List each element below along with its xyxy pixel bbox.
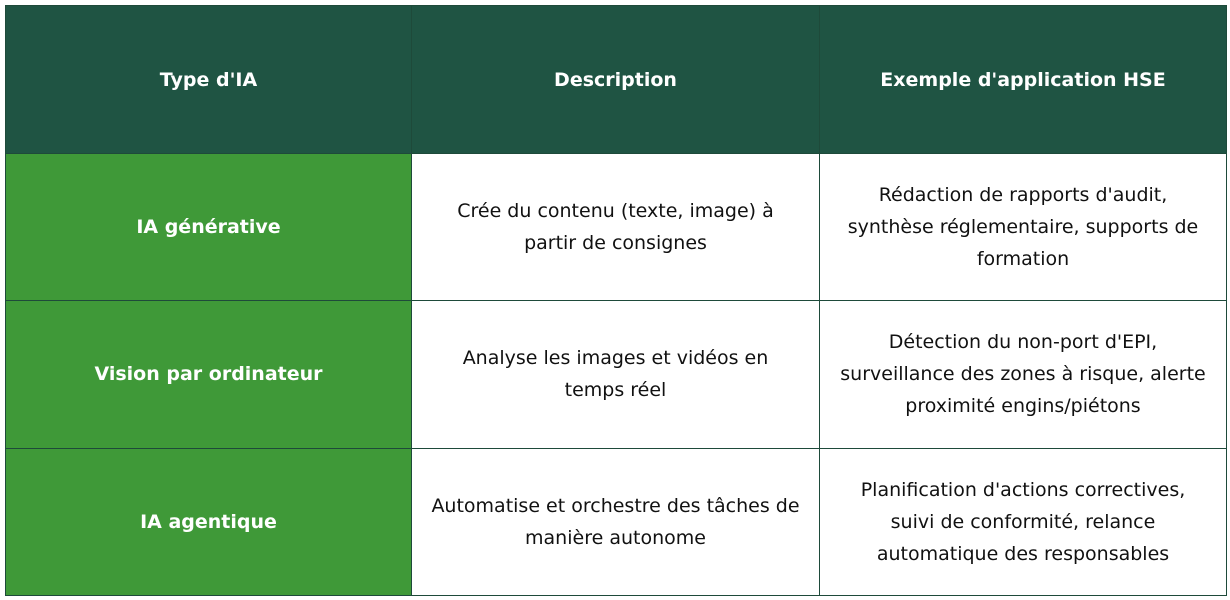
ia-types-table-container: Type d'IA Description Exemple d'applicat… <box>5 5 1227 597</box>
table-row: IA générative Crée du contenu (texte, im… <box>5 152 1227 302</box>
header-example: Exemple d'application HSE <box>819 5 1227 154</box>
ia-types-table: Type d'IA Description Exemple d'applicat… <box>5 5 1227 597</box>
row-type-cell: IA agentique <box>5 447 412 597</box>
row-description-cell: Crée du contenu (texte, image) à partir … <box>411 152 820 302</box>
table-header-row: Type d'IA Description Exemple d'applicat… <box>5 5 1227 154</box>
header-description: Description <box>411 5 820 154</box>
table-row: IA agentique Automatise et orchestre des… <box>5 447 1227 597</box>
header-type: Type d'IA <box>5 5 412 154</box>
table-row: Vision par ordinateur Analyse les images… <box>5 300 1227 449</box>
row-example-cell: Détection du non-port d'EPI, surveillanc… <box>819 300 1227 449</box>
row-example-cell: Rédaction de rapports d'audit, synthèse … <box>819 152 1227 302</box>
row-description-cell: Analyse les images et vidéos en temps ré… <box>411 300 820 449</box>
row-type-cell: IA générative <box>5 152 412 302</box>
row-example-cell: Planification d'actions correctives, sui… <box>819 447 1227 597</box>
row-description-cell: Automatise et orchestre des tâches de ma… <box>411 447 820 597</box>
row-type-cell: Vision par ordinateur <box>5 300 412 449</box>
